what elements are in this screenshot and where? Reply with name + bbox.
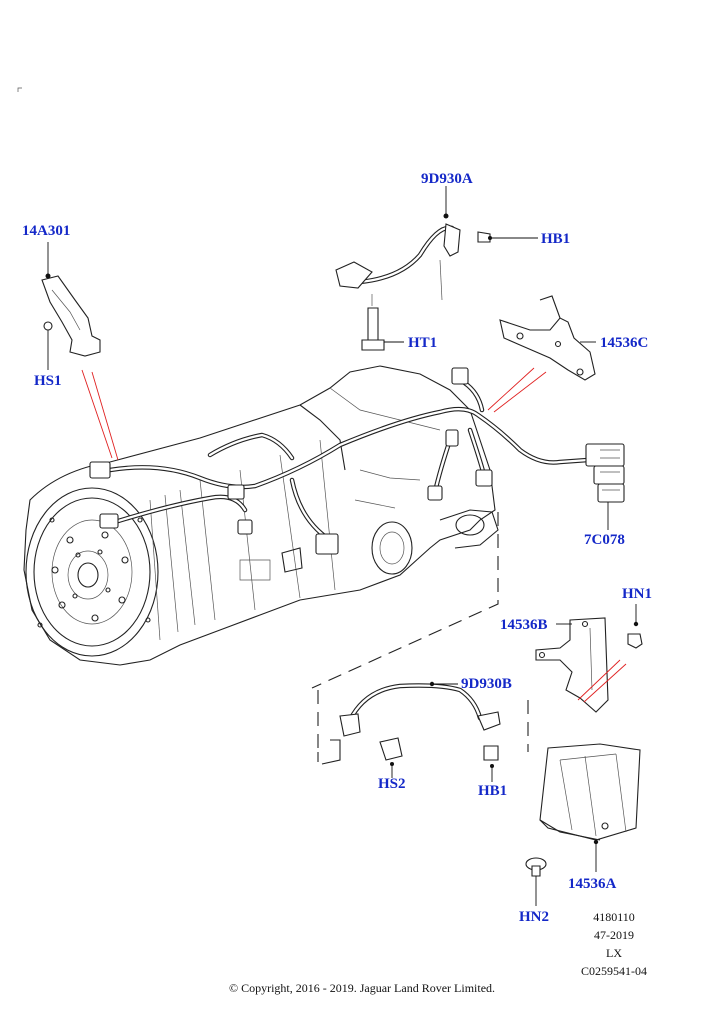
ground-strap-9D930B: [321, 681, 501, 768]
ground-strap-9D930A: [335, 213, 492, 351]
callout-HN2: HN2: [519, 909, 549, 925]
reference-model: LX: [606, 946, 622, 960]
callout-HS1: HS1: [34, 373, 62, 389]
shield-14536A: [525, 743, 641, 877]
reference-date: 47-2019: [594, 928, 634, 942]
callout-HN1: HN1: [622, 586, 652, 602]
leader-lines: [47, 186, 637, 906]
flywheel-bolts: [37, 517, 151, 628]
bracket-14A301: [41, 273, 101, 357]
callout-HT1: HT1: [408, 335, 438, 351]
callout-14536C: 14536C: [600, 335, 649, 351]
callout-14536B: 14536B: [500, 617, 548, 633]
callout-14A301: 14A301: [22, 223, 71, 239]
callout-HB1-top: HB1: [541, 231, 571, 247]
callout-HB1-bottom: HB1: [478, 783, 508, 799]
callout-9D930A: 9D930A: [421, 171, 473, 187]
transmission-assembly: [23, 365, 499, 666]
reference-number: 4180110: [593, 910, 635, 924]
callout-7C078: 7C078: [584, 532, 625, 548]
callout-HS2: HS2: [378, 776, 406, 792]
copyright-notice: © Copyright, 2016 - 2019. Jaguar Land Ro…: [228, 981, 496, 995]
callout-14536A: 14536A: [568, 876, 617, 892]
reference-code: C0259541-04: [581, 964, 647, 978]
corner-mark: [17, 87, 22, 92]
connector-7C078: [585, 443, 625, 503]
bracket-14536C: [499, 295, 596, 381]
dashed-boundary: [311, 512, 529, 762]
transmission-harness: [89, 367, 625, 555]
callout-9D930B: 9D930B: [461, 676, 512, 692]
